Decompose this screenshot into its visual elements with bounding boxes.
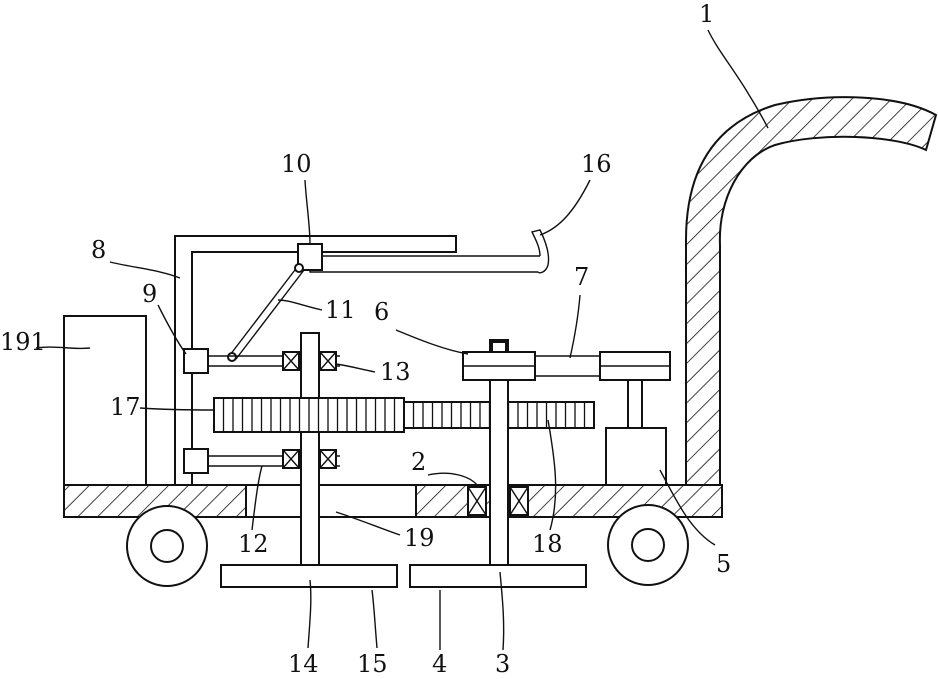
label-6: 6 — [374, 298, 389, 326]
upper-block — [184, 349, 208, 373]
label-14: 14 — [288, 650, 319, 678]
motor — [606, 428, 666, 485]
label-191: 191 — [0, 328, 46, 356]
motor-shaft — [628, 380, 642, 428]
label-13: 13 — [380, 358, 411, 386]
label-9: 9 — [142, 280, 157, 308]
label-16: 16 — [581, 150, 612, 178]
left-blade — [221, 565, 397, 587]
label-17: 17 — [110, 393, 141, 421]
pulley-left — [463, 342, 535, 380]
right-blade — [410, 565, 586, 587]
label-10: 10 — [281, 150, 312, 178]
label-19: 19 — [404, 524, 435, 552]
lower-block — [184, 449, 208, 473]
label-1: 1 — [699, 0, 714, 28]
label-15: 15 — [357, 650, 388, 678]
link-arm — [228, 264, 304, 361]
left-shaft — [301, 333, 319, 565]
label-5: 5 — [716, 550, 731, 578]
pulley-right — [600, 352, 670, 380]
belt — [535, 356, 600, 376]
left-wheel — [127, 506, 207, 586]
label-8: 8 — [91, 236, 106, 264]
label-18: 18 — [532, 530, 563, 558]
label-12: 12 — [238, 530, 269, 558]
label-4: 4 — [432, 650, 447, 678]
label-11: 11 — [325, 296, 356, 324]
curved-hood — [686, 97, 936, 485]
label-3: 3 — [495, 650, 510, 678]
label-2: 2 — [411, 448, 426, 476]
right-wheel — [608, 505, 688, 585]
label-7: 7 — [574, 263, 589, 291]
